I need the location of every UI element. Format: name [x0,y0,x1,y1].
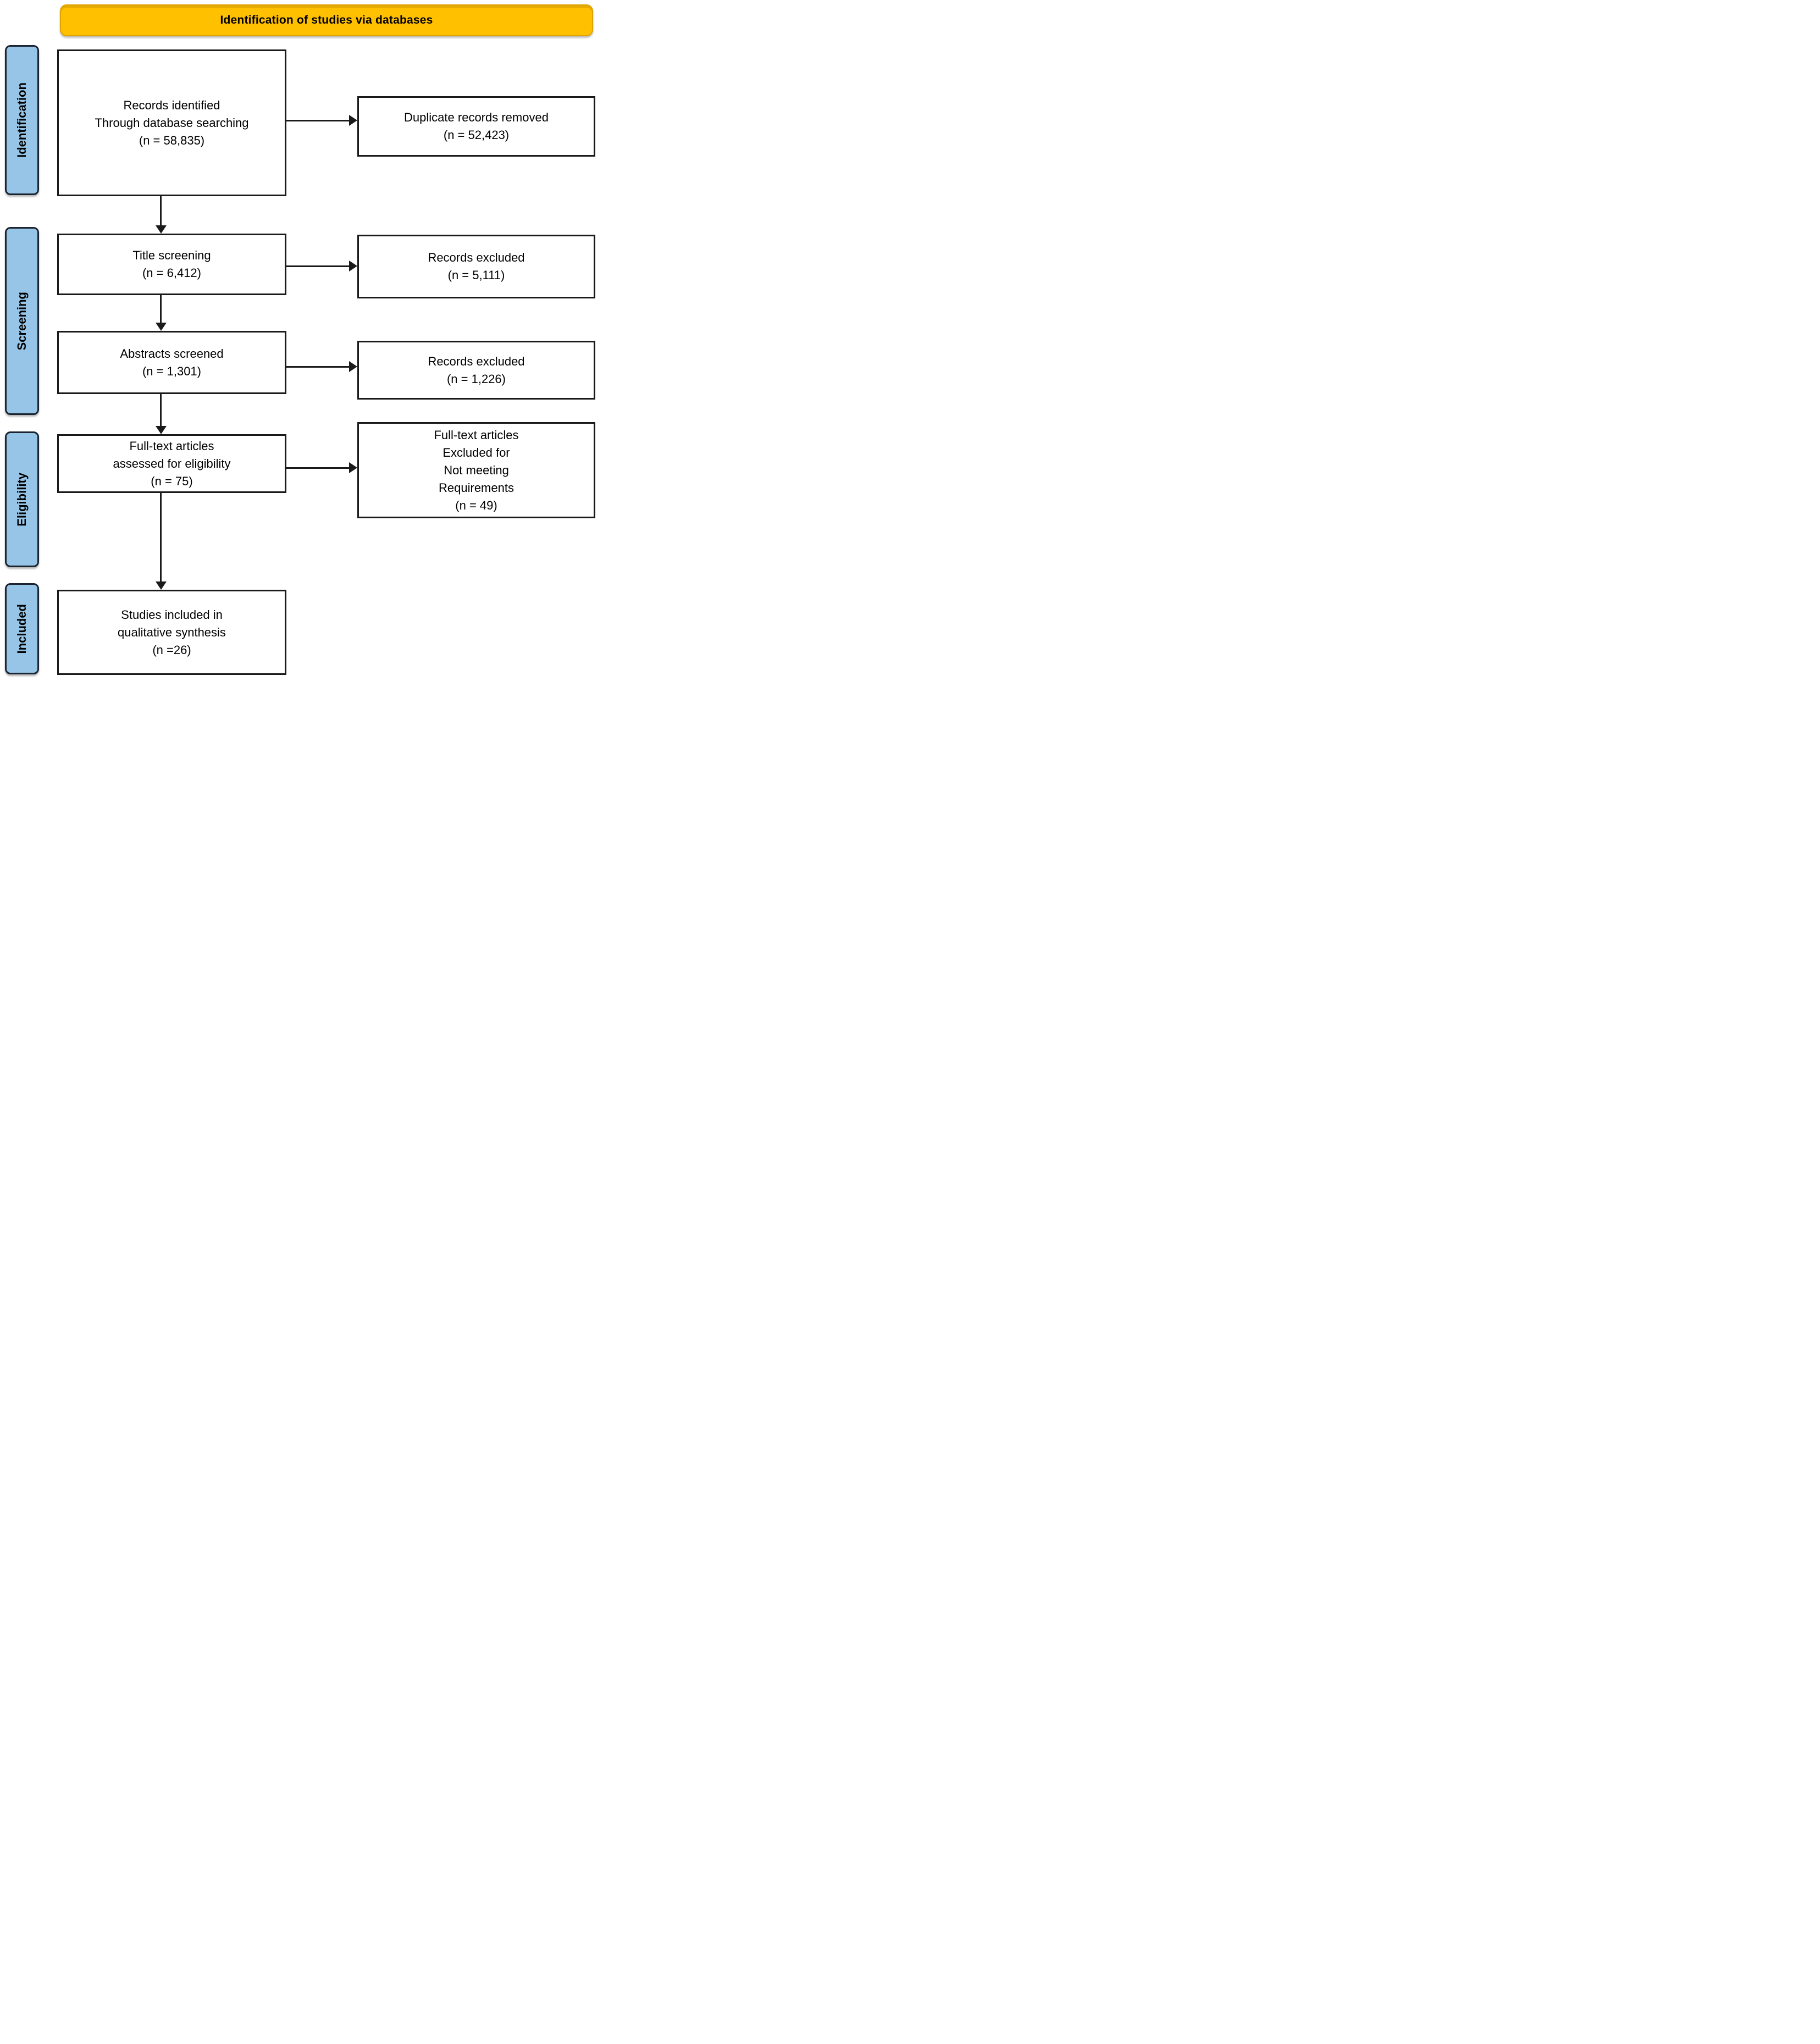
arrowhead-down-icon [156,581,167,590]
box-text-line: assessed for eligibility [113,456,231,470]
arrow-fulltext-to-included-line [160,492,162,583]
box-records-excluded-title: Records excluded (n = 5,111) [357,235,595,298]
box-text-line: (n = 58,835) [139,133,205,147]
stage-tab-label: Screening [15,291,29,351]
box-duplicate-records-removed: Duplicate records removed (n = 52,423) [357,96,595,157]
box-text-line: qualitative synthesis [118,625,226,639]
stage-tab-eligibility: Eligibility [5,431,39,567]
arrowhead-down-icon [156,323,167,331]
stage-tab-label: Eligibility [15,472,29,527]
arrowhead-down-icon [156,225,167,234]
box-text-line: (n =26) [152,642,191,657]
box-text-line: Full-text articles [129,439,214,453]
box-text-line: Full-text articles [434,428,519,442]
box-text-line: (n = 1,301) [142,364,201,378]
arrowhead-right-icon [349,361,357,372]
box-text-line: (n = 75) [151,474,193,488]
box-records-identified: Records identified Through database sear… [57,49,286,196]
box-records-excluded-abstracts: Records excluded (n = 1,226) [357,341,595,400]
arrow-fulltext-to-excluded-line [286,467,350,469]
stage-tab-screening: Screening [5,227,39,415]
box-text-line: Title screening [132,248,211,262]
header-banner: Identification of studies via databases [60,4,593,36]
arrowhead-right-icon [349,462,357,473]
box-text-line: (n = 1,226) [446,372,506,386]
box-text-line: Records excluded [428,354,525,368]
stage-tab-label: Identification [15,82,29,158]
prisma-flow-diagram: Identification of studies via databases … [0,0,607,682]
stage-tab-label: Included [15,603,29,654]
stage-tab-included: Included [5,583,39,674]
box-text-line: Abstracts screened [120,346,224,361]
box-text-line: Duplicate records removed [404,110,549,124]
arrowhead-right-icon [349,115,357,126]
box-text-line: (n = 52,423) [443,128,510,142]
arrow-title-to-abstracts-line [160,295,162,324]
stage-tab-identification: Identification [5,45,39,195]
box-text-line: Excluded for [442,445,510,459]
arrow-records-to-duplicates-line [286,120,350,121]
box-studies-included: Studies included in qualitative synthesi… [57,590,286,675]
box-text-line: (n = 49) [455,498,497,512]
box-title-screening: Title screening (n = 6,412) [57,234,286,295]
arrowhead-right-icon [349,261,357,272]
box-text-line: Records identified [123,98,220,112]
box-text-line: Through database searching [95,115,249,130]
box-fulltext-assessed: Full-text articles assessed for eligibil… [57,434,286,493]
arrow-abstracts-to-fulltext-line [160,394,162,427]
box-text-line: Not meeting [444,463,509,477]
box-abstracts-screened: Abstracts screened (n = 1,301) [57,331,286,394]
arrow-abstracts-to-excluded-line [286,366,350,368]
arrow-title-to-excluded-line [286,265,350,267]
arrowhead-down-icon [156,426,167,434]
box-text-line: Studies included in [121,607,223,622]
box-fulltext-excluded: Full-text articles Excluded for Not meet… [357,422,595,518]
arrow-records-to-title-line [160,196,162,226]
box-text-line: (n = 5,111) [447,268,505,282]
box-text-line: (n = 6,412) [142,266,201,280]
header-banner-title: Identification of studies via databases [220,14,433,26]
box-text-line: Records excluded [428,251,525,264]
box-text-line: Requirements [439,480,514,495]
